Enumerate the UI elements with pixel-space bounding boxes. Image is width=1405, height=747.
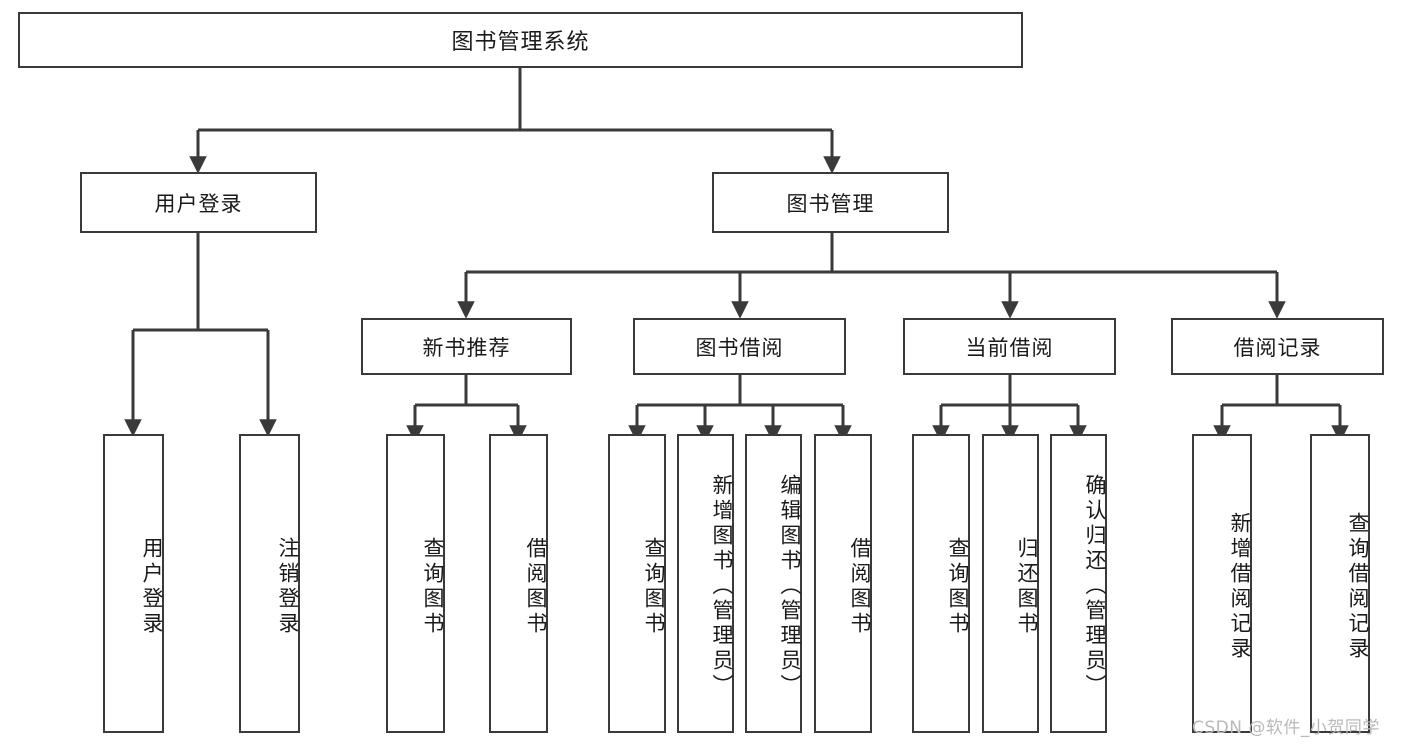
leaf-confirm-return[interactable]: 确认归还（管理员） [1050, 434, 1107, 733]
node-label: 新增图书（管理员） [710, 474, 734, 699]
node-label: 图书管理 [786, 191, 875, 216]
leaf-query-book-3[interactable]: 查询图书 [912, 434, 970, 733]
leaf-borrow-book-1[interactable]: 借阅图书 [489, 434, 548, 733]
node-book-borrow[interactable]: 图书借阅 [633, 318, 846, 375]
leaf-logout-login[interactable]: 注销登录 [239, 434, 300, 733]
leaf-add-book[interactable]: 新增图书（管理员） [677, 434, 734, 733]
leaf-return-book[interactable]: 归还图书 [982, 434, 1039, 733]
leaf-add-record[interactable]: 新增借阅记录 [1192, 434, 1252, 733]
node-label: 新增借阅记录 [1228, 511, 1252, 662]
node-book-management[interactable]: 图书管理 [712, 172, 949, 233]
leaf-query-book-2[interactable]: 查询图书 [608, 434, 666, 733]
node-label: 归还图书 [1015, 536, 1039, 637]
leaf-query-book-1[interactable]: 查询图书 [386, 434, 445, 733]
node-label: 查询图书 [421, 536, 445, 637]
leaf-edit-book[interactable]: 编辑图书（管理员） [745, 434, 802, 733]
node-label: 用户登录 [140, 536, 164, 637]
node-label: 图书管理系统 [451, 30, 590, 55]
leaf-borrow-book-2[interactable]: 借阅图书 [814, 434, 872, 733]
node-label: 确认归还（管理员） [1083, 474, 1107, 699]
node-label: 图书借阅 [695, 335, 784, 360]
node-label: 编辑图书（管理员） [778, 474, 802, 699]
node-borrow-record[interactable]: 借阅记录 [1171, 318, 1384, 375]
node-label: 新书推荐 [422, 335, 511, 360]
node-new-book-recommend[interactable]: 新书推荐 [361, 318, 572, 375]
leaf-query-record[interactable]: 查询借阅记录 [1310, 434, 1370, 733]
node-label: 查询借阅记录 [1346, 511, 1370, 662]
node-label: 用户登录 [154, 191, 243, 216]
node-label: 查询图书 [946, 536, 970, 637]
node-label: 当前借阅 [965, 335, 1054, 360]
node-label: 查询图书 [642, 536, 666, 637]
node-user-login[interactable]: 用户登录 [80, 172, 317, 233]
node-label: 借阅记录 [1233, 335, 1322, 360]
node-label: 注销登录 [276, 536, 300, 637]
leaf-user-login[interactable]: 用户登录 [103, 434, 164, 733]
watermark-text: CSDN @软件_小贺同学 [1192, 718, 1380, 738]
node-label: 借阅图书 [524, 536, 548, 637]
node-root-system[interactable]: 图书管理系统 [18, 12, 1023, 68]
node-current-borrow[interactable]: 当前借阅 [903, 318, 1116, 375]
node-label: 借阅图书 [848, 536, 872, 637]
